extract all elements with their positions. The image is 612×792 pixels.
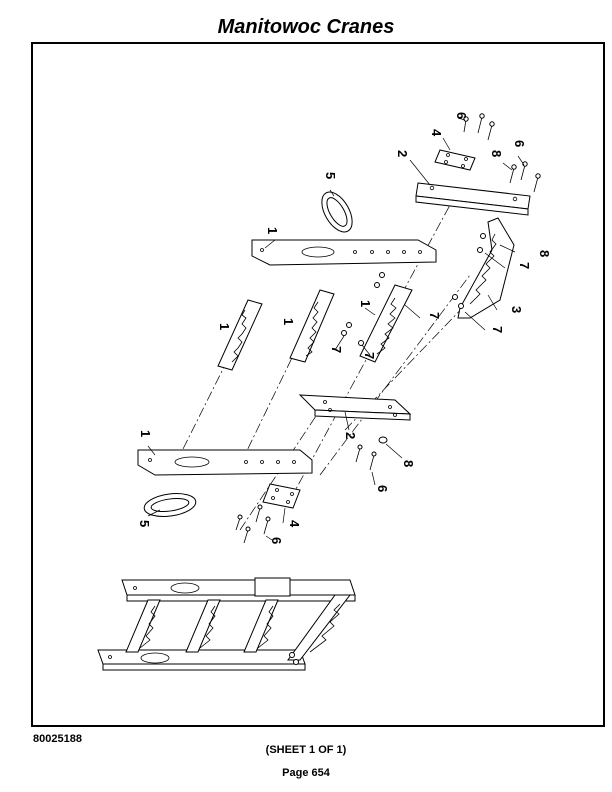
callout-8: 8 bbox=[489, 150, 504, 157]
callout-1: 1 bbox=[358, 300, 373, 307]
part-1-lower-side-rail bbox=[137, 449, 313, 476]
callout-1: 1 bbox=[138, 430, 153, 437]
callout-1: 1 bbox=[265, 227, 280, 234]
callout-5: 5 bbox=[323, 172, 338, 179]
callout-6: 6 bbox=[269, 537, 284, 544]
sheet-indicator: (SHEET 1 OF 1) bbox=[265, 744, 347, 756]
leader-lines bbox=[147, 117, 525, 541]
part-3-right-bracket bbox=[457, 217, 515, 319]
nuts-and-washers bbox=[341, 233, 486, 346]
callout-7: 7 bbox=[517, 262, 532, 269]
callout-4: 4 bbox=[287, 520, 302, 528]
document-number: 80025188 bbox=[33, 733, 82, 745]
page-number: Page 654 bbox=[282, 767, 330, 779]
callout-1: 1 bbox=[281, 318, 296, 325]
part-5-upper-handle bbox=[321, 191, 353, 233]
callout-labels: 6 4 2 8 6 5 1 8 7 3 7 7 1 1 1 7 7 2 8 6 bbox=[137, 112, 552, 544]
part-4-lower-plate bbox=[262, 483, 301, 509]
callout-8: 8 bbox=[401, 460, 416, 467]
part-2-middle-plate bbox=[298, 394, 412, 421]
callout-6: 6 bbox=[454, 112, 469, 119]
callout-2: 2 bbox=[395, 150, 410, 157]
part-1-treads bbox=[217, 284, 413, 371]
callout-7: 7 bbox=[427, 312, 442, 319]
part-5-lower-handle bbox=[143, 493, 197, 517]
part-2-upper-plate bbox=[415, 182, 531, 216]
drawing-frame: 6 4 2 8 6 5 1 8 7 3 7 7 1 1 1 7 7 2 8 6 bbox=[31, 42, 605, 727]
callout-6: 6 bbox=[375, 485, 390, 492]
part-1-upper-side-rail bbox=[251, 239, 437, 266]
callout-4: 4 bbox=[429, 129, 444, 137]
middle-bolts bbox=[355, 436, 388, 471]
callout-2: 2 bbox=[343, 432, 358, 439]
callout-7: 7 bbox=[490, 326, 505, 333]
callout-1: 1 bbox=[217, 323, 232, 330]
callout-6: 6 bbox=[512, 140, 527, 147]
callout-7: 7 bbox=[329, 346, 344, 353]
callout-3: 3 bbox=[509, 306, 524, 313]
callout-7: 7 bbox=[362, 352, 377, 359]
lower-bolts bbox=[235, 504, 271, 544]
exploded-parts-diagram: 6 4 2 8 6 5 1 8 7 3 7 7 1 1 1 7 7 2 8 6 bbox=[97, 112, 552, 671]
part-4-upper-plate bbox=[434, 149, 476, 171]
assembled-ladder bbox=[97, 577, 356, 671]
callout-5: 5 bbox=[137, 520, 152, 527]
page-title: Manitowoc Cranes bbox=[217, 16, 395, 38]
callout-8: 8 bbox=[537, 250, 552, 257]
